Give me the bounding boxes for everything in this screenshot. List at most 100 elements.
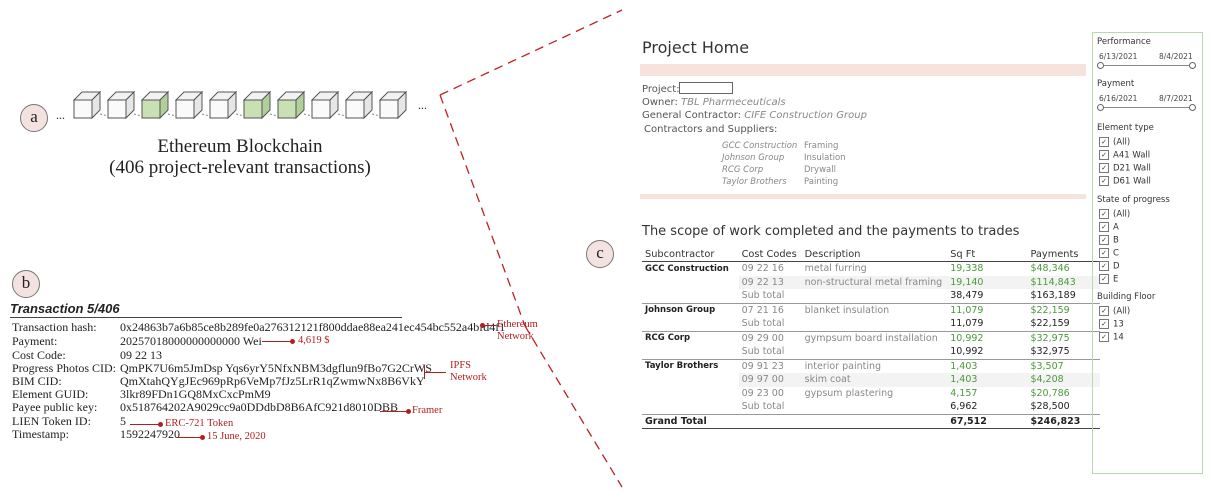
transaction-value[interactable]: 5	[120, 414, 126, 428]
transaction-value[interactable]: QmPK7U6m5JmDsp Yqs6yrY5NfxNBM3dgflun9fBo…	[120, 361, 432, 375]
header-band	[640, 64, 1086, 76]
filter-option-label: (All)	[1113, 209, 1131, 220]
filter-payment-slider[interactable]	[1097, 104, 1196, 111]
annot-line-time	[176, 437, 202, 438]
column-header[interactable]: Payments	[1027, 248, 1100, 262]
filter-option[interactable]: ✓ 13	[1099, 319, 1124, 330]
checkbox-checked-icon[interactable]: ✓	[1099, 248, 1109, 258]
filter-option[interactable]: ✓ D21 Wall	[1099, 163, 1151, 174]
checkbox-checked-icon[interactable]: ✓	[1099, 209, 1109, 219]
transaction-value[interactable]: 3lkr89FDn1GQ8MxCxcPmM9	[120, 387, 271, 401]
grand-total-sqft: 67,512	[947, 413, 1028, 429]
slider-knob-right[interactable]	[1189, 62, 1196, 69]
chain-ellipsis-right: ...	[418, 98, 427, 112]
cell-cost-code: 09 23 00	[741, 387, 784, 399]
contractor-name: Johnson Group	[722, 153, 785, 163]
checkbox-checked-icon[interactable]: ✓	[1099, 319, 1109, 329]
block-link	[337, 113, 347, 117]
transaction-key: Transaction hash:	[12, 320, 97, 334]
block-link	[201, 113, 211, 117]
cell-cost-code: 09 29 00	[741, 332, 784, 344]
filter-option-label: C	[1113, 248, 1119, 259]
transaction-key: Payee public key:	[12, 400, 98, 414]
block-link	[303, 113, 313, 117]
block-cube	[208, 90, 238, 120]
checkbox-checked-icon[interactable]: ✓	[1099, 163, 1109, 173]
filter-option[interactable]: ✓(All)	[1099, 137, 1130, 148]
filter-option-label: 13	[1113, 319, 1124, 330]
filter-panel: Performance 6/13/2021 8/4/2021 Payment 6…	[1092, 32, 1203, 474]
project-label: Project:	[642, 84, 680, 95]
transaction-key: Payment:	[12, 334, 58, 348]
transaction-value[interactable]: 0x24863b7a6b85ce8b289fe0a276312121f800dd…	[120, 320, 506, 334]
block-cube	[106, 90, 136, 120]
transaction-value[interactable]: 20257018000000000000 Wei	[120, 334, 262, 348]
slider-knob-right[interactable]	[1189, 104, 1196, 111]
cell-sqft: 6,962	[947, 400, 1028, 415]
transaction-key: Cost Code:	[12, 348, 66, 362]
filter-option[interactable]: ✓(All)	[1099, 306, 1130, 317]
transaction-row: Cost Code: 09 22 13	[12, 348, 162, 363]
filter-performance-title: Performance	[1097, 37, 1151, 47]
cell-sqft: 19,140	[947, 275, 1028, 289]
slider-knob-left[interactable]	[1097, 62, 1104, 69]
block-link	[235, 113, 245, 117]
annot-dot-ethereum	[480, 323, 485, 328]
cell-payment: $163,189	[1027, 289, 1100, 304]
filter-option[interactable]: ✓14	[1099, 332, 1124, 343]
filter-option[interactable]: ✓ (All)	[1099, 209, 1130, 220]
filter-option[interactable]: ✓ A41 Wall	[1099, 150, 1150, 161]
transaction-row: Progress Photos CID:QmPK7U6m5JmDsp Yqs6y…	[12, 361, 432, 376]
filter-option[interactable]: ✓A	[1099, 222, 1119, 233]
checkbox-checked-icon[interactable]: ✓	[1099, 274, 1109, 284]
checkbox-checked-icon[interactable]: ✓	[1099, 235, 1109, 245]
transaction-value[interactable]: 0x518764202A9029cc9a0DDdbD8B6AfC921d8010…	[120, 400, 398, 414]
transaction-value[interactable]: 09 22 13	[120, 348, 162, 362]
filter-option-label: D21 Wall	[1113, 163, 1151, 174]
blockchain-title-line1: Ethereum Blockchain	[157, 136, 323, 157]
transaction-value[interactable]: QmXtahQYgJEc969pRp6VeMp7fJz5LrR1qZwmwNx8…	[120, 374, 425, 388]
filter-performance-end: 8/4/2021	[1159, 52, 1193, 61]
filter-option[interactable]: ✓C	[1099, 248, 1119, 259]
project-input[interactable]	[679, 82, 733, 94]
filter-option[interactable]: ✓D	[1099, 261, 1120, 272]
filter-option-label: A	[1113, 222, 1119, 233]
transaction-heading: Transaction 5/406	[10, 301, 120, 316]
filter-payment-start: 6/16/2021	[1099, 94, 1138, 103]
checkbox-checked-icon[interactable]: ✓	[1099, 150, 1109, 160]
filter-performance-slider[interactable]	[1097, 62, 1196, 69]
column-header[interactable]: Cost Codes	[738, 248, 802, 262]
annot-time: 15 June, 2020	[207, 431, 266, 442]
filter-option[interactable]: ✓B	[1099, 235, 1119, 246]
transaction-value[interactable]: 1592247920	[120, 427, 180, 441]
checkbox-checked-icon[interactable]: ✓	[1099, 176, 1109, 186]
cell-subcontractor: Taylor Brothers	[645, 361, 719, 372]
annot-token: ERC-721 Token	[165, 418, 234, 429]
slider-knob-left[interactable]	[1097, 104, 1104, 111]
transaction-row: BIM CID:QmXtahQYgJEc969pRp6VeMp7fJz5LrR1…	[12, 374, 425, 389]
blockchain-title-line2: (406 project-relevant transactions)	[109, 157, 371, 178]
checkbox-checked-icon[interactable]: ✓	[1099, 222, 1109, 232]
block-link	[167, 113, 177, 117]
column-header[interactable]: Description	[801, 248, 948, 262]
cell-subcontractor	[642, 387, 739, 401]
filter-option-label: A41 Wall	[1113, 150, 1151, 161]
filter-option[interactable]: ✓E	[1099, 274, 1118, 285]
contractor-trade: Insulation	[804, 153, 846, 163]
column-header[interactable]: Sq Ft	[947, 248, 1028, 262]
cell-cost-code: 09 97 00	[738, 373, 802, 387]
checkbox-checked-icon[interactable]: ✓	[1099, 261, 1109, 271]
checkbox-checked-icon[interactable]: ✓	[1099, 306, 1109, 316]
checkbox-checked-icon[interactable]: ✓	[1099, 137, 1109, 147]
checkbox-checked-icon[interactable]: ✓	[1099, 332, 1109, 342]
filter-payment-end: 8/7/2021	[1159, 94, 1193, 103]
cell-sqft: 11,079	[950, 304, 984, 316]
filter-option[interactable]: ✓D61 Wall	[1099, 176, 1151, 187]
cell-description: gympsum board installation	[804, 332, 938, 344]
column-header[interactable]: Subcontractor	[642, 248, 739, 262]
cell-subcontractor	[642, 276, 739, 290]
